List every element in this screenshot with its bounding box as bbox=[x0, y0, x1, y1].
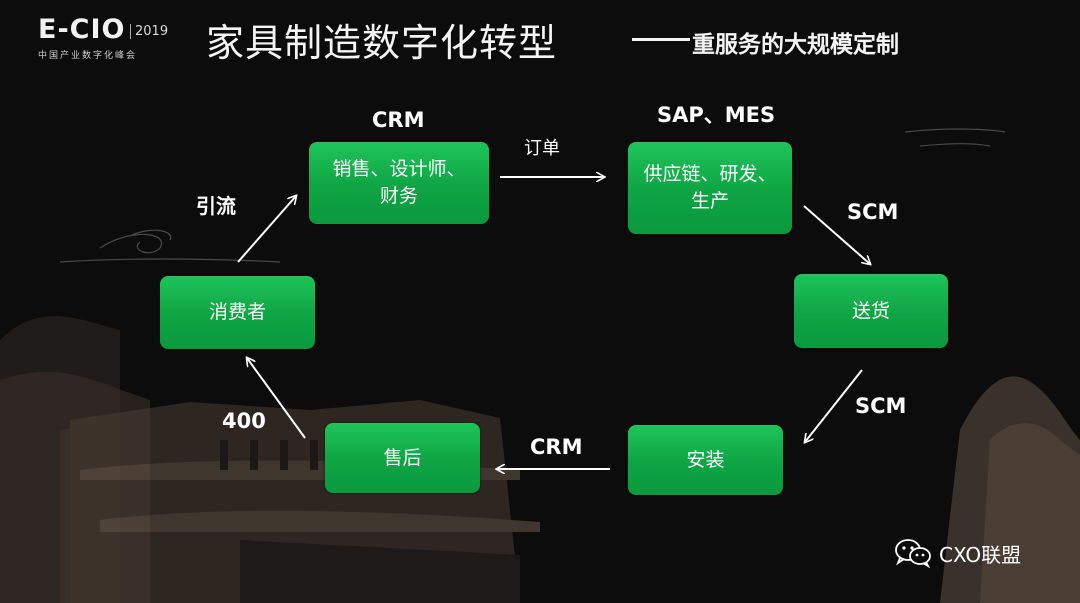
node-sales-designer-finance: 销售、设计师、财务 bbox=[309, 142, 489, 224]
node-consumer: 消费者 bbox=[160, 276, 315, 349]
logo-wordmark: E-CIO bbox=[38, 14, 126, 45]
label-order: 订单 bbox=[524, 138, 560, 159]
node-install-label: 安装 bbox=[686, 448, 725, 471]
label-scm-upper: SCM bbox=[847, 200, 899, 224]
title-dash bbox=[632, 38, 690, 41]
node-after-sales: 售后 bbox=[325, 423, 480, 493]
wechat-watermark: CXO联盟 bbox=[893, 538, 1021, 568]
node-after-label: 售后 bbox=[383, 446, 422, 469]
e-cio-logo: E-CIO 2019 中国产业数字化峰会 bbox=[38, 14, 198, 64]
node-delivery-label: 送货 bbox=[851, 299, 890, 322]
slide-title: 家具制造数字化转型 bbox=[206, 21, 558, 65]
node-consumer-label: 消费者 bbox=[208, 301, 266, 323]
wechat-icon bbox=[895, 539, 931, 568]
label-scm-lower: SCM bbox=[855, 394, 907, 418]
label-sap-mes: SAP、MES bbox=[657, 103, 776, 127]
label-crm-bottom: CRM bbox=[530, 435, 583, 459]
label-crm-top: CRM bbox=[372, 108, 425, 132]
label-400-hotline: 400 bbox=[222, 409, 266, 433]
logo-subtitle: 中国产业数字化峰会 bbox=[38, 51, 138, 61]
label-drainage: 引流 bbox=[196, 194, 236, 218]
node-delivery: 送货 bbox=[794, 274, 948, 348]
watermark-text: CXO联盟 bbox=[939, 542, 1022, 567]
node-supply-rd-production: 供应链、研发、生产 bbox=[628, 142, 792, 234]
node-sales-label: 销售、设计师、财务 bbox=[332, 158, 466, 207]
logo-year: 2019 bbox=[130, 24, 168, 39]
node-supply-label: 供应链、研发、生产 bbox=[643, 163, 777, 212]
slide-subtitle: 重服务的大规模定制 bbox=[692, 32, 899, 58]
node-installation: 安装 bbox=[628, 425, 783, 495]
